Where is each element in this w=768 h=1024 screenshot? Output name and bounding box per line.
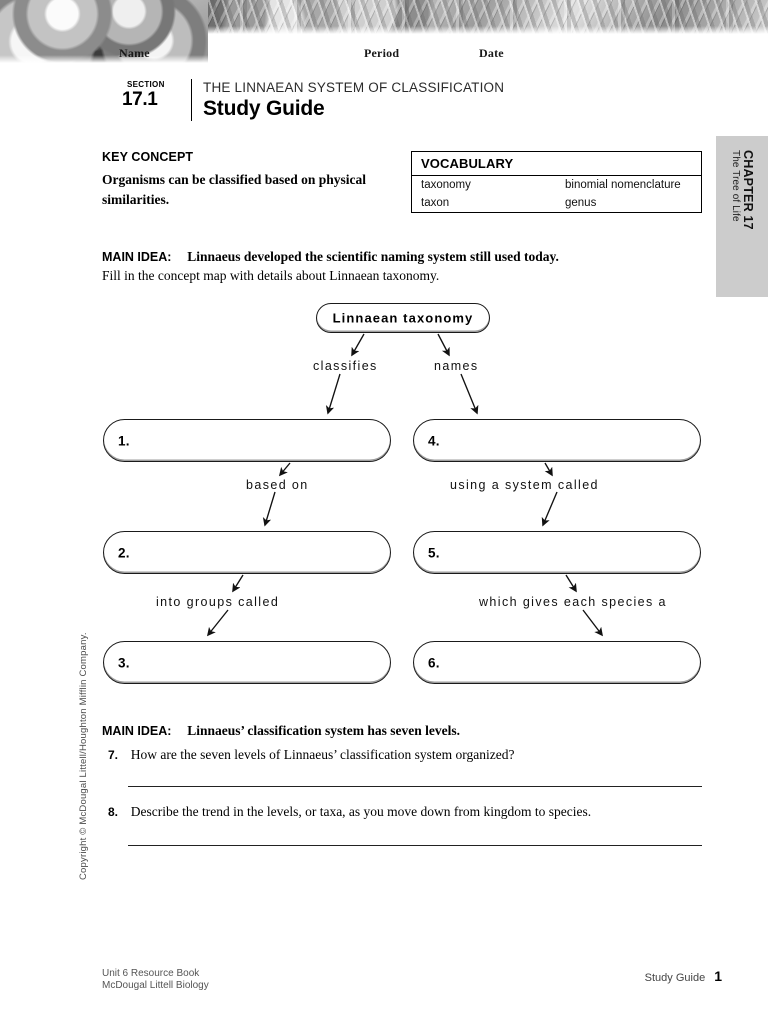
chapter-tab-inner: CHAPTER 17 The Tree of Life [716, 136, 768, 297]
concept-node-root[interactable]: Linnaean taxonomy [316, 303, 490, 333]
question-8-number: 8. [108, 805, 119, 819]
answer-line-7[interactable] [128, 786, 702, 787]
grape-cluster-texture [0, 0, 208, 63]
vocabulary-heading: VOCABULARY [412, 152, 701, 176]
section-subject: THE LINNAEAN SYSTEM OF CLASSIFICATION [203, 80, 505, 95]
main-idea-2-text: Linnaeus’ classification system has seve… [187, 723, 460, 738]
concept-node-6[interactable]: 6. [413, 641, 701, 684]
key-concept-label: KEY CONCEPT [102, 150, 194, 164]
concept-node-1[interactable]: 1. [103, 419, 391, 462]
edge-label-based-on: based on [246, 478, 309, 492]
grape-fade [0, 55, 208, 63]
concept-node-6-number: 6. [428, 655, 440, 670]
main-idea-1: MAIN IDEA: Linnaeus developed the scient… [102, 249, 559, 265]
footer-line-2: McDougal Littell Biology [102, 980, 209, 991]
chapter-tab-number: CHAPTER 17 [741, 150, 756, 230]
footer-page-info: Study Guide 1 [645, 968, 722, 984]
concept-node-5[interactable]: 5. [413, 531, 701, 574]
section-number: 17.1 [122, 89, 158, 110]
vocabulary-term: taxonomy [421, 179, 471, 191]
table-row: taxon genus [412, 194, 701, 212]
footer-source: Unit 6 Resource Book McDougal Littell Bi… [102, 968, 209, 992]
table-row: taxonomy binomial nomenclature [412, 176, 701, 194]
edge-label-which-gives-each-species-a: which gives each species a [479, 595, 667, 609]
main-idea-1-text: Linnaeus developed the scientific naming… [187, 249, 559, 264]
concept-node-2-number: 2. [118, 545, 130, 560]
footer-line-1: Unit 6 Resource Book [102, 968, 200, 979]
key-concept-text: Organisms can be classified based on phy… [102, 172, 367, 207]
edge-label-classifies: classifies [313, 359, 378, 373]
concept-node-5-number: 5. [428, 545, 440, 560]
section-kicker-word: SECTION [127, 80, 165, 89]
vocabulary-term: binomial nomenclature [565, 179, 681, 191]
chapter-tab-name: The Tree of Life [730, 150, 742, 222]
question-7-number: 7. [108, 748, 119, 762]
main-idea-2-label: MAIN IDEA: [102, 724, 172, 738]
footer-right-label: Study Guide [644, 972, 706, 984]
answer-line-8[interactable] [128, 845, 702, 846]
concept-node-root-label: Linnaean taxonomy [332, 310, 474, 326]
question-8: 8. Describe the trend in the levels, or … [108, 804, 591, 820]
main-idea-1-label: MAIN IDEA: [102, 250, 172, 264]
page-title: Study Guide [203, 97, 325, 120]
question-8-text: Describe the trend in the levels, or tax… [130, 804, 592, 819]
concept-node-4-number: 4. [428, 433, 440, 448]
vocabulary-term: taxon [421, 197, 450, 209]
concept-node-3[interactable]: 3. [103, 641, 391, 684]
concept-node-3-number: 3. [118, 655, 130, 670]
copyright-notice: Copyright © McDougal Littell/Houghton Mi… [78, 632, 89, 880]
header-photo-grapes [0, 0, 208, 63]
period-label: Period [364, 46, 400, 60]
chapter-tab: CHAPTER 17 The Tree of Life [716, 136, 768, 297]
vocabulary-term: genus [565, 197, 597, 209]
main-idea-1-instruction: Fill in the concept map with details abo… [102, 268, 440, 283]
concept-node-1-number: 1. [118, 433, 130, 448]
vocabulary-box: VOCABULARY taxonomy binomial nomenclatur… [411, 151, 702, 213]
page-number: 1 [714, 968, 722, 984]
date-label: Date [479, 46, 504, 60]
question-7-text: How are the seven levels of Linnaeus’ cl… [130, 747, 515, 762]
photo-band-fade [0, 26, 768, 34]
concept-node-2[interactable]: 2. [103, 531, 391, 574]
concept-node-4[interactable]: 4. [413, 419, 701, 462]
name-label: Name [119, 46, 150, 60]
edge-label-names: names [434, 359, 479, 373]
edge-label-into-groups-called: into groups called [156, 595, 280, 609]
question-7: 7. How are the seven levels of Linnaeus’… [108, 747, 515, 763]
main-idea-2: MAIN IDEA: Linnaeus’ classification syst… [102, 723, 460, 739]
edge-label-using-a-system-called: using a system called [450, 478, 599, 492]
section-divider-rule [191, 79, 192, 121]
